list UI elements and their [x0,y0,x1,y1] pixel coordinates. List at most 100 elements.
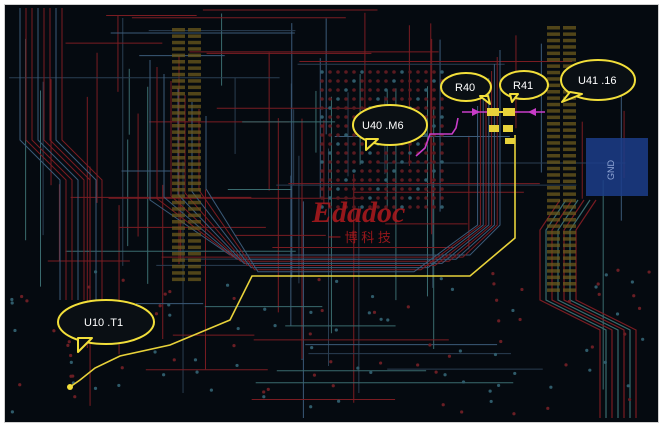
via [588,368,592,372]
bga-ball [432,70,436,74]
via [564,363,568,367]
smd-pad [547,45,560,49]
bga-ball [328,70,332,74]
via [372,310,377,314]
smd-pad [188,162,201,166]
smd-pad [188,239,201,243]
bga-ball [344,205,348,209]
bga-ball [368,196,372,200]
via [379,317,383,321]
bga-ball [440,178,444,182]
smd-pad [547,115,560,120]
bga-ball [320,142,324,146]
via [511,308,515,313]
bga-ball [336,97,340,101]
bga-ball [384,151,388,155]
smd-pad [547,166,560,171]
via [329,360,333,364]
via [406,305,410,309]
via [495,298,499,302]
bga-ball [384,97,388,101]
smd-pad [188,85,201,90]
via [496,383,501,388]
bga-ball [424,79,428,83]
via [320,308,324,313]
bga-ball [408,151,412,155]
smd-pad [547,205,560,209]
bga-ball [400,187,404,191]
bga-ball [336,124,340,128]
bga-ball [328,142,332,146]
bga-ball [328,115,332,119]
smd-pad [547,58,560,62]
via [93,270,98,274]
u10-pin-marker[interactable] [67,384,73,390]
smd-pad [188,207,201,211]
smd-pad [547,102,560,107]
bga-ball [400,160,404,164]
via [518,317,522,322]
via [369,370,373,374]
bga-ball [424,97,428,101]
smd-pad [172,252,185,256]
bga-ball [400,70,404,74]
via [520,287,524,292]
bga-ball [392,169,396,173]
via [590,345,594,349]
bga-ball [360,178,364,182]
via [416,363,420,367]
smd-pad [547,64,560,68]
bga-ball [424,133,428,137]
smd-pad [172,162,185,166]
bga-ball [432,160,436,164]
smd-pad [563,128,576,132]
via [367,311,371,315]
trace-route [37,8,79,300]
r40-r41-components[interactable] [487,108,515,144]
bga-ball [392,79,396,83]
bga-ball [336,169,340,173]
callout-u40: U40 .M6 [352,104,428,151]
bga-ball [352,133,356,137]
via [331,384,335,388]
trace-route [170,71,493,262]
smd-pad [188,136,201,141]
smd-pad [172,258,185,262]
bga-ball [432,151,436,155]
smd-pad [188,213,201,218]
smd-pad [188,72,201,77]
via [158,304,162,308]
bga-ball [440,106,444,110]
smd-pad [563,186,576,190]
via [386,318,390,322]
bga-ball [368,97,372,101]
bga-ball [352,70,356,74]
bga-ball [336,187,340,191]
highlighted-net-trace[interactable] [69,135,516,388]
bga-ball [336,70,340,74]
smd-pad [172,264,185,269]
bga-ball [368,187,372,191]
bga-ball [320,88,324,92]
smd-pad [188,149,201,154]
bga-ball [432,169,436,173]
trace-route [31,8,73,300]
smd-pad [547,38,560,43]
smd-pad [172,60,185,64]
bga-ball [336,106,340,110]
via [73,395,77,399]
bga-ball [344,151,348,155]
smd-pad [563,109,576,113]
via [597,292,601,296]
smd-pad [563,122,576,126]
bga-ball [376,178,380,182]
smd-pad [563,160,576,164]
smd-pad [172,168,185,173]
via [225,283,230,287]
via [25,299,29,303]
smd-pad [563,262,576,267]
via [443,373,447,377]
trace-route [49,8,91,300]
